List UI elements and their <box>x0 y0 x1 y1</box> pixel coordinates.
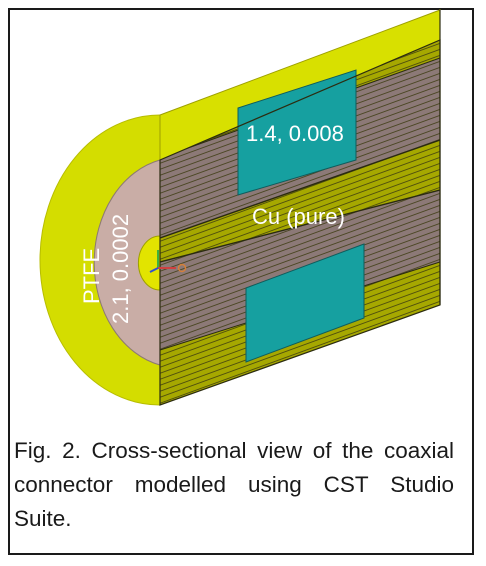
teal-block-lower <box>245 243 365 363</box>
side-wall <box>160 40 440 405</box>
axis-triad <box>149 250 187 273</box>
figure-caption: Fig. 2. Cross-sectional view of the coax… <box>14 438 454 531</box>
label-ptfe: PTFE <box>79 248 104 304</box>
ptfe-face <box>93 159 161 366</box>
teal-block-upper <box>237 69 357 196</box>
inner-pin <box>137 235 161 291</box>
label-top-dielectric: 1.4, 0.008 <box>246 121 344 146</box>
label-conductor: Cu (pure) <box>252 204 345 229</box>
label-ptfe-params: 2.1, 0.0002 <box>108 214 133 324</box>
